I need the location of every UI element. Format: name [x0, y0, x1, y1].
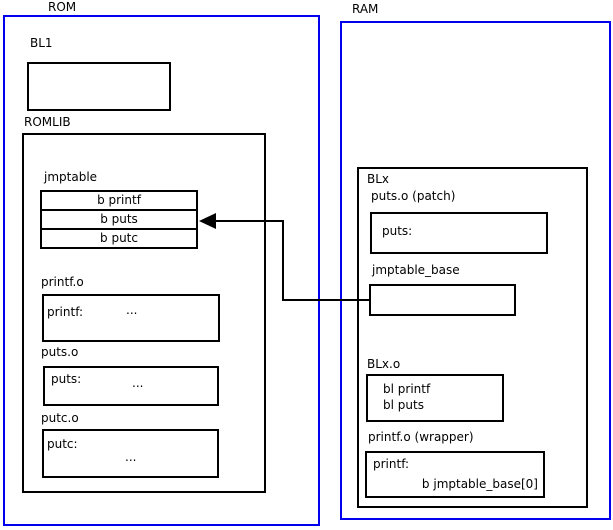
puts-patch-symbol: puts: [382, 224, 413, 238]
rom-frame [3, 15, 320, 526]
putc-symbol: putc: [47, 437, 78, 451]
putc-body-ellipsis: ... [125, 450, 137, 464]
blx-o-line-bl-printf: bl printf [383, 382, 431, 396]
bl1-box [27, 62, 171, 111]
puts-patch-box: puts: [370, 212, 548, 254]
blx-o-label: BLx.o [367, 357, 401, 371]
romlib-label: ROMLIB [24, 115, 71, 129]
puts-body-ellipsis: ... [132, 376, 144, 390]
puts-o-label: puts.o [41, 345, 79, 359]
puts-symbol: puts: [51, 372, 82, 386]
jmptable-base-label: jmptable_base [372, 263, 460, 277]
puts-o-box: puts: ... [43, 366, 219, 406]
jmptable-box: b printf b puts b putc [40, 190, 198, 249]
jmptable-label: jmptable [44, 170, 98, 184]
putc-o-label: putc.o [41, 411, 79, 425]
blx-o-box: bl printf bl puts [366, 374, 504, 422]
putc-o-box: putc: ... [42, 429, 219, 478]
blx-o-line-bl-puts: bl puts [383, 398, 424, 412]
jmptable-base-box [369, 284, 516, 316]
printf-symbol: printf: [47, 305, 84, 319]
jmptable-entry-putc: b putc [40, 228, 198, 249]
printf-wrapper-label: printf.o (wrapper) [368, 430, 474, 444]
printf-body-ellipsis: ... [126, 303, 138, 317]
rom-title: ROM [48, 0, 77, 14]
ram-title: RAM [352, 2, 379, 16]
ram-frame [340, 21, 611, 520]
printf-o-box: printf: ... [42, 294, 220, 342]
printf-wrapper-symbol: printf: [373, 457, 410, 471]
printf-o-label: printf.o [41, 275, 84, 289]
printf-wrapper-box: printf: b jmptable_base[0] [365, 451, 545, 498]
bl1-label: BL1 [30, 36, 53, 50]
puts-patch-label: puts.o (patch) [371, 189, 456, 203]
printf-wrapper-instruction: b jmptable_base[0] [421, 477, 538, 491]
blx-label: BLx [367, 172, 390, 186]
